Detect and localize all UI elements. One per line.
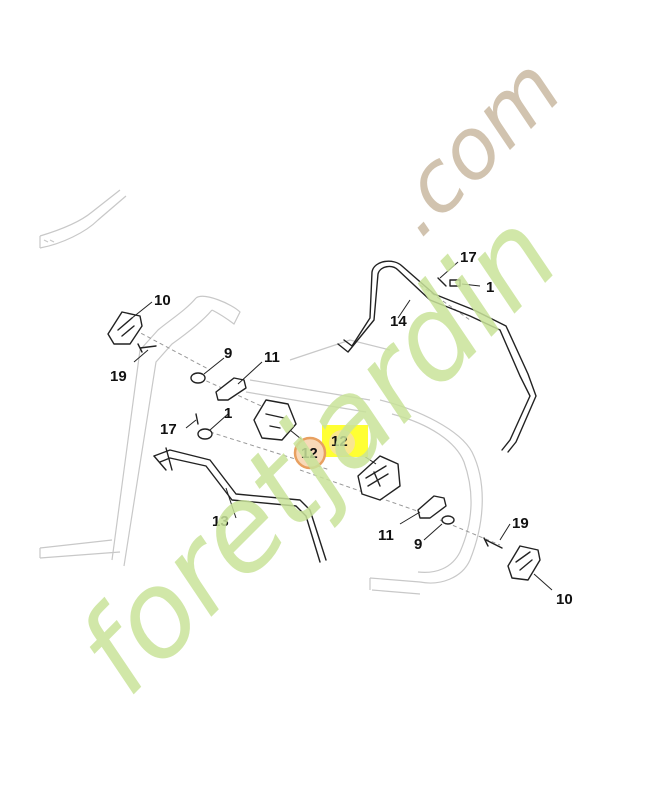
part-12-plate-upper xyxy=(253,399,297,441)
part-1-nut-left xyxy=(197,428,213,440)
callout-17-right: 17 xyxy=(460,249,477,266)
callout-12-orange: 12 xyxy=(301,445,318,462)
watermark-foretjardin: foretjardin xyxy=(50,186,584,720)
callout-19-right: 19 xyxy=(512,515,529,532)
part-14-upper-bar xyxy=(337,260,537,453)
part-19-screw-left xyxy=(137,343,157,353)
part-10-bracket-left xyxy=(107,311,143,345)
callout-labels: 10 19 9 11 17 1 12 12 13 14 17 1 11 9 19… xyxy=(110,249,573,608)
callout-17-left: 17 xyxy=(160,421,177,438)
part-17-pin-left xyxy=(195,413,199,425)
part-19-screw-right xyxy=(483,537,503,549)
callout-10-bottom: 10 xyxy=(556,591,573,608)
callout-13: 13 xyxy=(212,513,229,530)
part-10-bracket-right xyxy=(507,545,541,581)
highlight-markers xyxy=(293,425,368,470)
callout-12-yellow: 12 xyxy=(331,433,348,450)
part-17-pin-right xyxy=(437,277,447,287)
part-13-lower-bar xyxy=(153,447,327,563)
orange-highlight-circle xyxy=(293,436,327,470)
part-12-plate-lower xyxy=(357,455,401,501)
callout-11-right: 11 xyxy=(378,527,394,544)
orange-highlight-circle-2 xyxy=(329,430,355,456)
callout-10-top: 10 xyxy=(154,292,171,309)
callout-9-left: 9 xyxy=(224,345,232,362)
callout-1-left: 1 xyxy=(224,405,232,422)
part-1-nut-right xyxy=(449,279,461,287)
callout-9-right: 9 xyxy=(414,536,422,553)
callout-14: 14 xyxy=(390,313,407,330)
ghost-frame-outline xyxy=(39,189,483,595)
callout-11-left: 11 xyxy=(264,349,280,366)
part-9-bushing-left xyxy=(190,372,206,384)
watermark: foretjardin .com xyxy=(50,39,584,720)
part-9-bushing-right xyxy=(441,515,455,525)
part-11-clip-right xyxy=(417,495,447,519)
callout-1-right: 1 xyxy=(486,279,494,296)
callout-19-left: 19 xyxy=(110,368,127,385)
